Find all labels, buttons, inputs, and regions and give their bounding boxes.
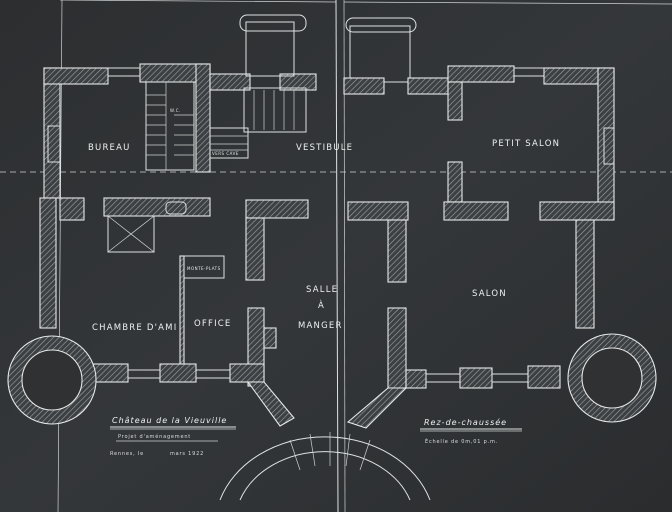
staircase [145,81,195,171]
entrance-stair-south [219,432,431,501]
cellar-stair [209,127,249,159]
plan-title: Château de la Vieuville [112,416,227,425]
east-tower [567,333,657,423]
room-label-chambre: CHAMBRE D'AMI [92,323,177,333]
label-monte-plats: MONTE-PLATS [187,266,221,271]
walls-left [7,14,317,427]
west-tower [7,335,97,425]
room-label-salle-1: SALLE [306,285,338,295]
plan-date-suffix: mars 1922 [170,451,204,457]
room-label-salle-3: MANGER [298,321,343,331]
room-label-office: OFFICE [194,319,231,329]
room-label-salon: SALON [472,289,507,299]
plan-scale: Échelle de 0m,01 p.m. [425,437,498,445]
walls-right [343,17,657,429]
room-label-wc: W.C. [170,108,181,113]
room-labels: BUREAU W.C. VESTIBULE PETIT SALON SALLE … [88,108,560,333]
room-label-vestibule: VESTIBULE [296,143,353,153]
plan-subtitle: Projet d'aménagement [118,433,191,440]
room-label-bureau: BUREAU [88,143,131,153]
title-block: Château de la Vieuville Projet d'aménage… [110,416,522,457]
room-label-petit-salon: PETIT SALON [492,139,560,149]
plan-level: Rez-de-chaussée [424,417,507,427]
label-vers-cave: VERS CAVE [212,151,239,156]
entrance-stair-north [239,14,307,133]
plan-date-prefix: Rennes, le [110,451,144,457]
room-label-salle-2: À [318,299,325,311]
